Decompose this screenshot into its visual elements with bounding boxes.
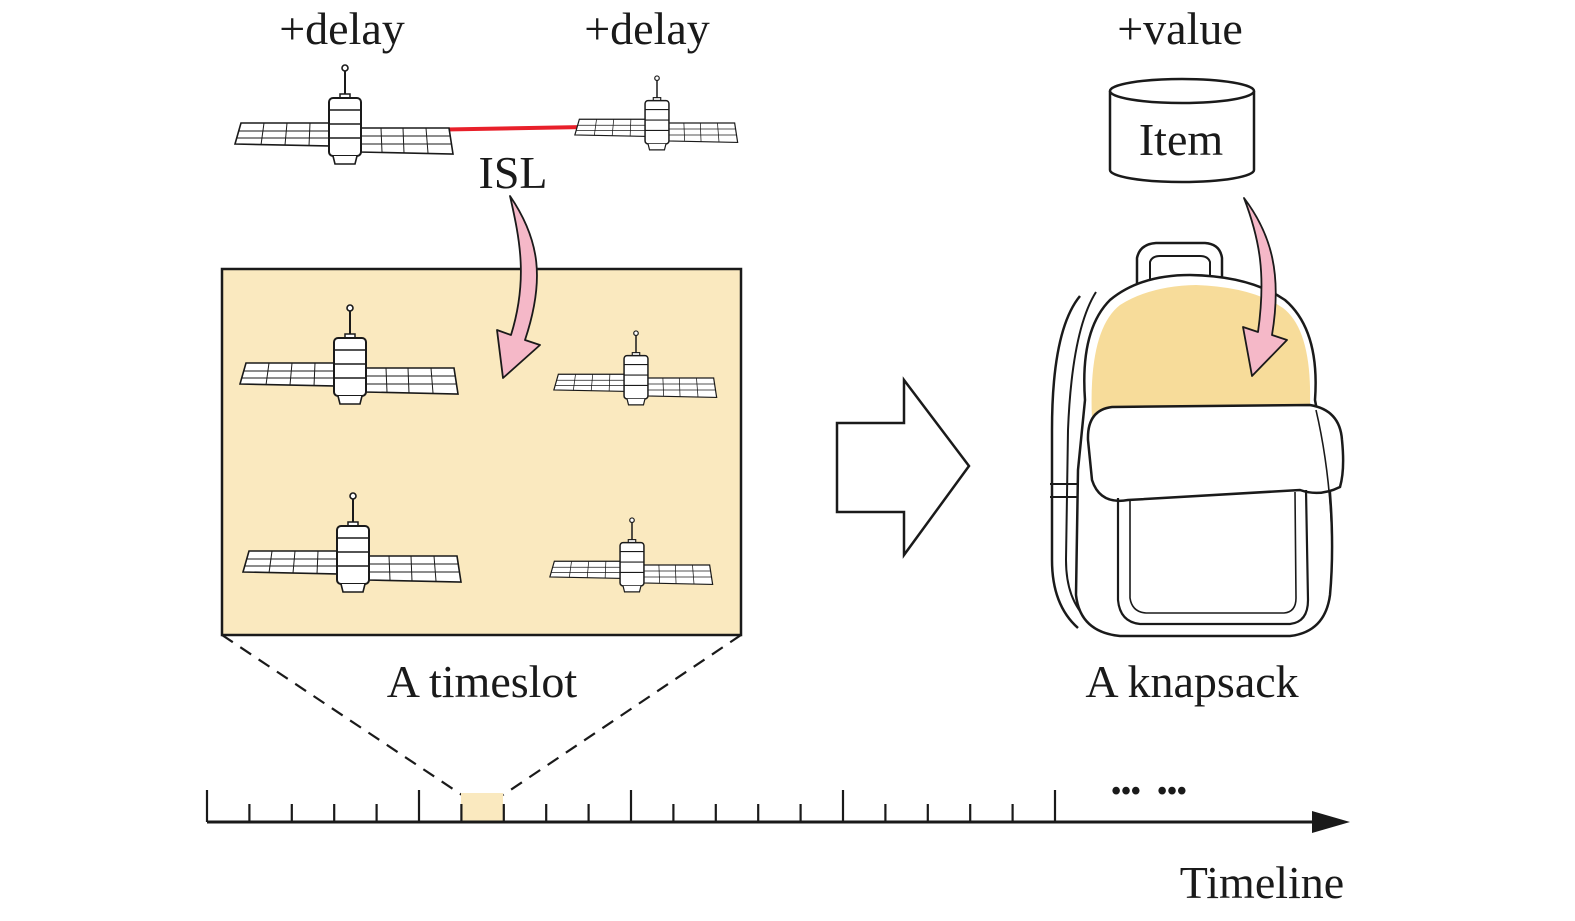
satellite-icon (574, 75, 739, 151)
delay-label-right: +delay (584, 3, 710, 54)
zoom-line-right (502, 634, 742, 796)
cylinder-icon (1108, 77, 1256, 184)
zoom-line-left (221, 634, 463, 796)
timeline-arrowhead (1312, 811, 1350, 833)
timeline-label: Timeline (1180, 857, 1344, 908)
timeline-ticks (205, 790, 1057, 822)
timeline-highlighted-slot (461, 793, 503, 822)
value-label: +value (1117, 3, 1243, 54)
item-label: Item (1139, 114, 1224, 165)
knapsack-label: A knapsack (1085, 656, 1298, 707)
satellite-icon (234, 64, 454, 165)
backpack-icon (1050, 241, 1345, 638)
isl-into-timeslot-arrow (496, 195, 541, 379)
block-arrow-right-icon (835, 376, 971, 559)
timeslot-label: A timeslot (387, 656, 578, 707)
delay-label-left: +delay (279, 3, 405, 54)
isl-label: ISL (479, 147, 548, 198)
timeline-ellipsis: ••• (1157, 776, 1186, 807)
timeline-ellipsis: ••• (1111, 776, 1140, 807)
item-into-knapsack-arrow (1242, 197, 1288, 377)
